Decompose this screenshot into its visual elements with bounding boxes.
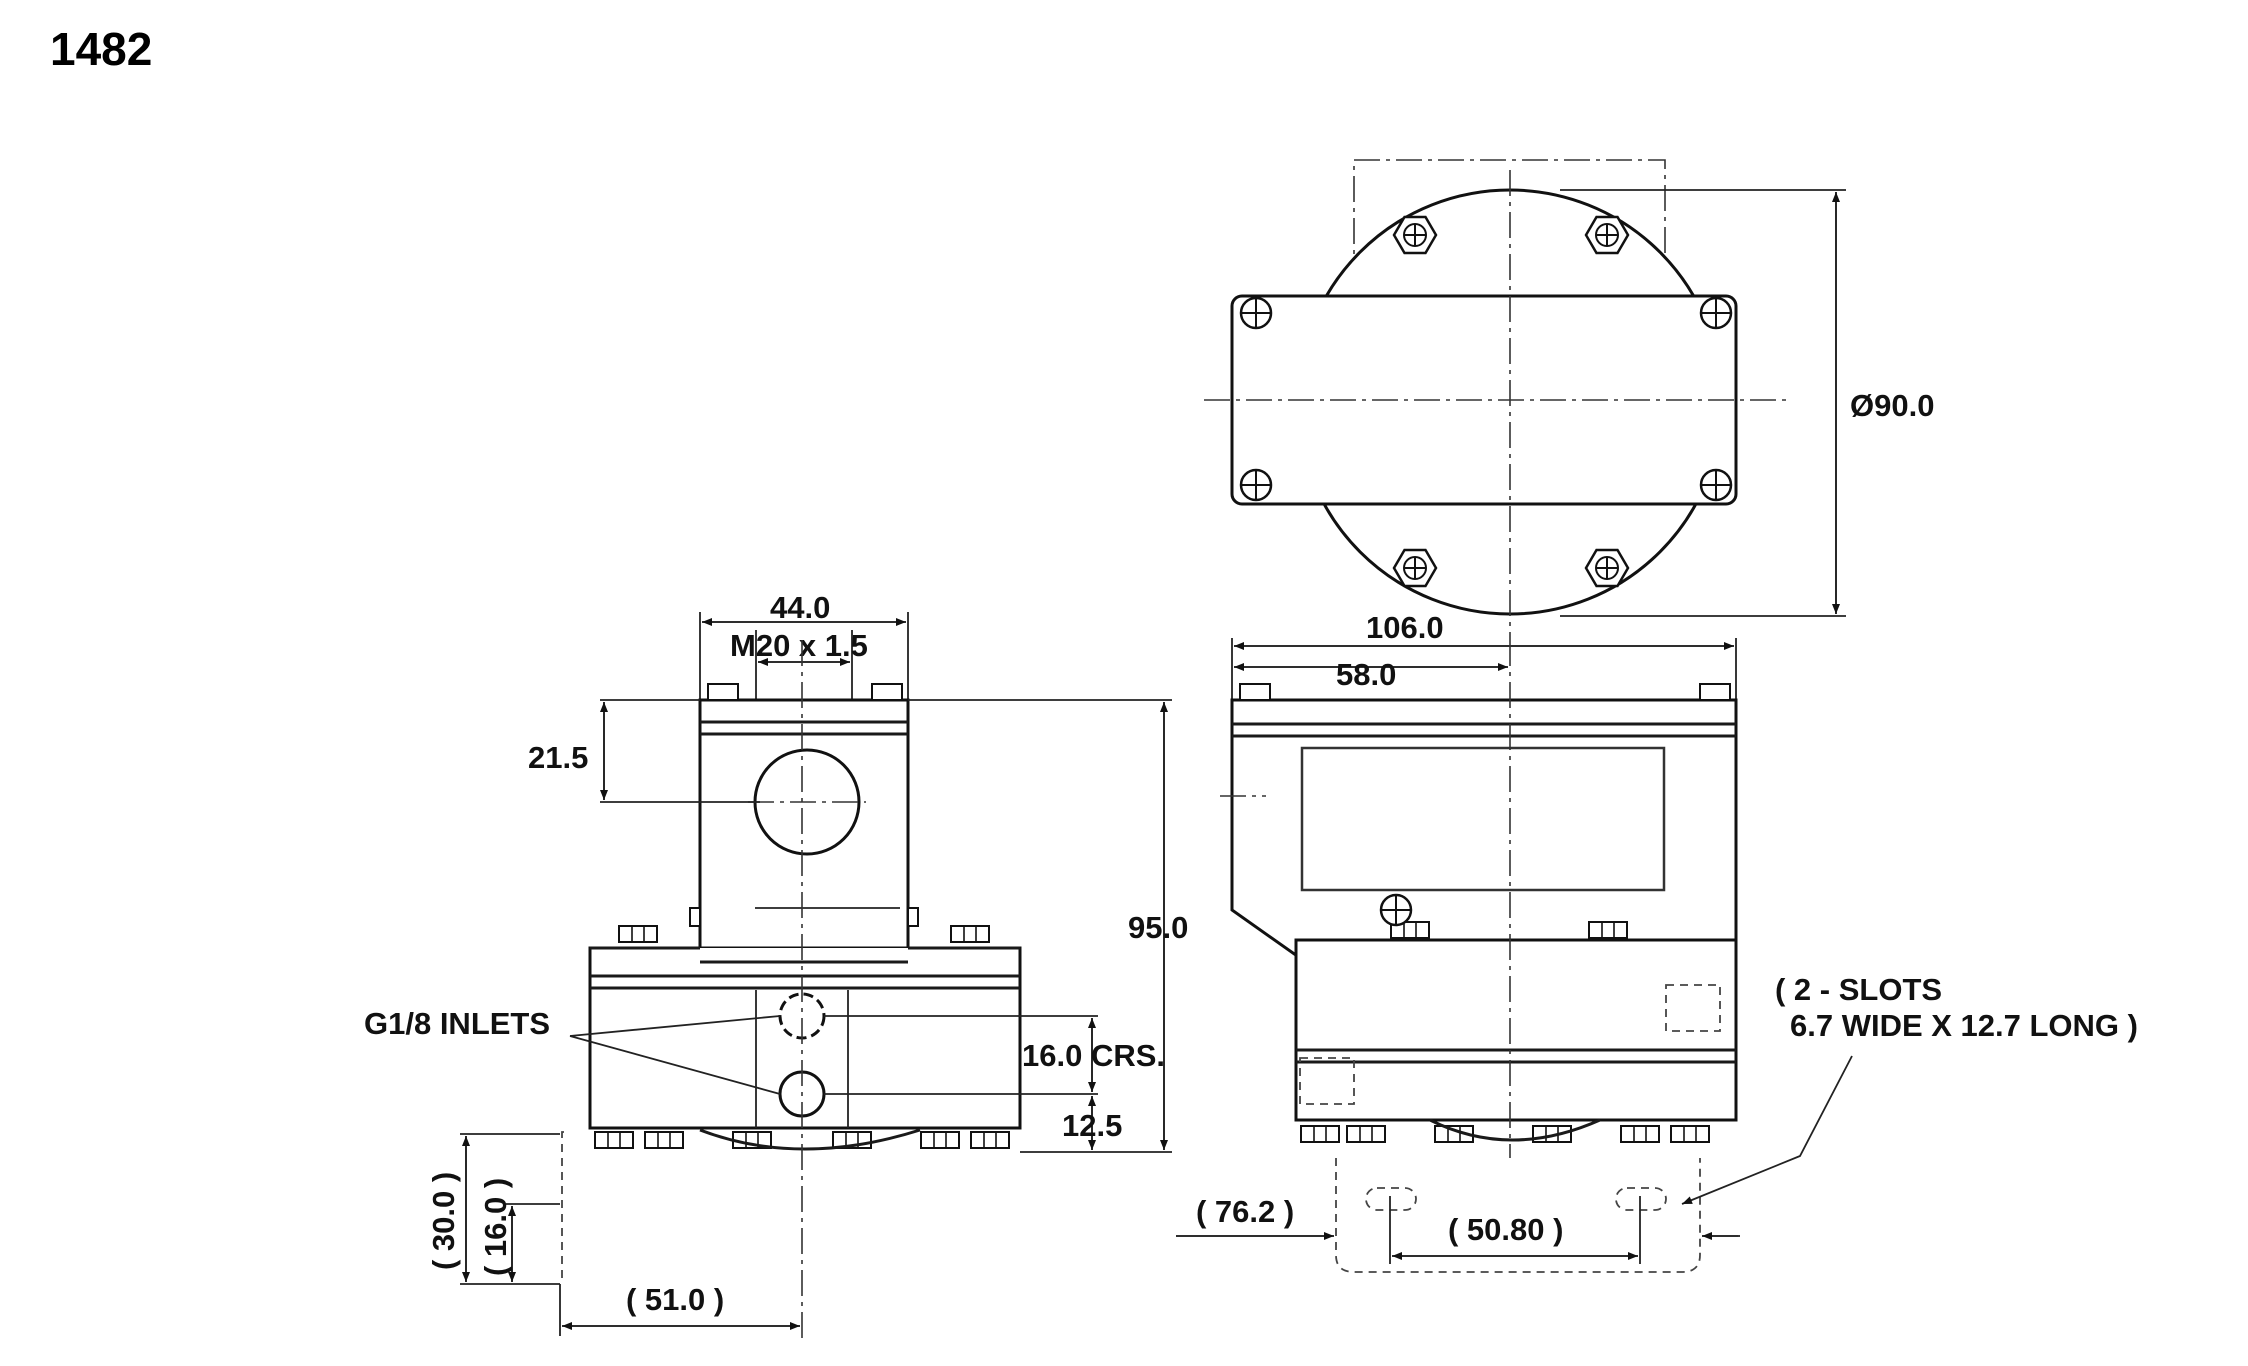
- crs-16-label: 16.0 CRS.: [1022, 1038, 1165, 1073]
- slots-label-line1: ( 2 - SLOTS: [1775, 972, 1942, 1007]
- hex-bolt-icon: [1392, 215, 1438, 255]
- width-106-label: 106.0: [1366, 610, 1444, 645]
- inlets-label: G1/8 INLETS: [364, 1006, 550, 1041]
- thread-label: M20 x 1.5: [730, 628, 868, 663]
- ref-51-label: ( 51.0 ): [626, 1282, 724, 1317]
- ref-30-label: ( 30.0 ): [426, 1172, 461, 1270]
- diameter-label: Ø90.0: [1850, 388, 1934, 423]
- screw-icon: [1239, 468, 1273, 502]
- front-view: 106.0 58.0: [1176, 610, 2138, 1273]
- height-21-5-label: 21.5: [528, 740, 588, 775]
- hex-bolt-icon: [1392, 548, 1438, 588]
- width-58-label: 58.0: [1336, 657, 1396, 692]
- ref-50-80-label: ( 50.80 ): [1448, 1212, 1563, 1247]
- top-view: Ø90.0: [1204, 159, 1934, 640]
- screw-icon: [1379, 893, 1413, 927]
- ref-76-2-label: ( 76.2 ): [1196, 1194, 1294, 1229]
- nut-icon: [1588, 921, 1628, 939]
- hex-bolt-icon: [1584, 548, 1630, 588]
- height-12-5-label: 12.5: [1062, 1108, 1122, 1143]
- cover-plate: [1230, 294, 1738, 506]
- slots-label-line2: 6.7 WIDE X 12.7 LONG ): [1790, 1008, 2138, 1043]
- height-95-label: 95.0: [1128, 910, 1188, 945]
- screw-icon: [1699, 296, 1733, 330]
- width-44-label: 44.0: [770, 590, 830, 625]
- screw-icon: [1239, 296, 1273, 330]
- ref-16-label: ( 16.0 ): [478, 1178, 513, 1276]
- page-title: 1482: [50, 23, 153, 75]
- screw-icon: [1699, 468, 1733, 502]
- hex-bolt-icon: [1584, 215, 1630, 255]
- side-view: 44.0 M20 x 1.5: [364, 590, 1188, 1340]
